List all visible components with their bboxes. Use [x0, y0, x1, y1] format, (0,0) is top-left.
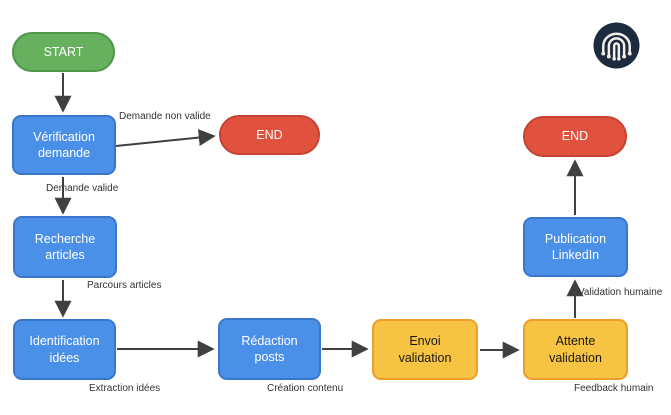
node-identification-idees-label: Identification idées	[29, 334, 100, 365]
node-verification-demande: Vérification demande	[12, 115, 116, 175]
node-attente-validation-label: Attente validation	[549, 334, 602, 365]
node-publication-linkedin-label: Publication LinkedIn	[544, 231, 607, 262]
node-recherche-articles-label: Recherche articles	[34, 231, 96, 262]
edge-label-demande-valide: Demande valide	[46, 183, 119, 194]
node-recherche-articles: Recherche articles	[13, 216, 117, 278]
edge-label-creation-contenu: Création contenu	[267, 383, 344, 394]
edge-label-parcours-articles: Parcours articles	[87, 280, 162, 291]
node-end-left-label: END	[256, 127, 283, 142]
edge-label-validation-humaine: Validation humaine	[578, 287, 663, 298]
node-redaction-posts: Rédaction posts	[218, 318, 321, 380]
brand-logo	[593, 22, 640, 69]
node-start-label: START	[43, 44, 84, 59]
node-verification-demande-label: Vérification demande	[33, 129, 95, 160]
edge-label-extraction-idees: Extraction idées	[89, 383, 161, 394]
node-end-right-label: END	[561, 129, 589, 144]
node-envoi-validation: Envoi validation	[372, 319, 478, 380]
node-identification-idees: Identification idées	[13, 319, 116, 380]
node-end-right: END	[523, 116, 627, 157]
edge-label-demande-non-valide: Demande non valide	[119, 111, 211, 122]
edge-label-feedback-humain: Feedback humain	[574, 383, 654, 394]
node-publication-linkedin: Publication LinkedIn	[523, 217, 628, 277]
brand-logo-icon	[593, 22, 640, 69]
node-end-left: END	[219, 115, 320, 155]
node-envoi-validation-label: Envoi validation	[398, 334, 452, 365]
node-attente-validation: Attente validation	[523, 319, 628, 380]
node-start: START	[12, 32, 115, 72]
edge-verification-to-end	[115, 129, 216, 147]
node-redaction-posts-label: Rédaction posts	[241, 333, 298, 364]
